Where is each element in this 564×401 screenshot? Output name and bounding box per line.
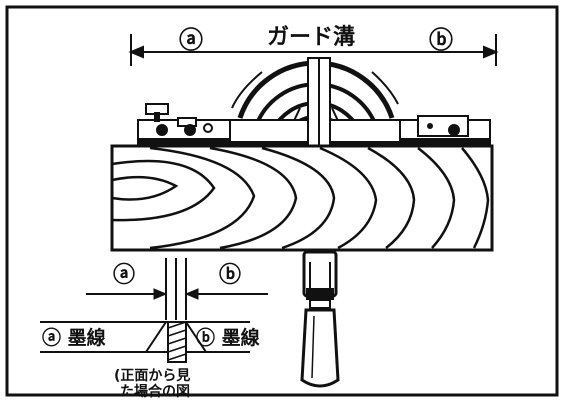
label-b-bottom: ⓑ xyxy=(219,262,241,288)
label-a-top: ⓐ xyxy=(179,26,203,54)
label-b-top: ⓑ xyxy=(429,26,453,54)
label-front-view-1: (正面から見 xyxy=(114,368,190,384)
top-dimension xyxy=(128,34,499,66)
wood-board xyxy=(110,144,494,252)
label-b-ink-line: ⓑ 墨線 xyxy=(196,326,260,349)
label-guard-groove: ガード溝 xyxy=(267,24,355,50)
label-front-view-2: た場合の図 xyxy=(120,383,190,400)
front-view-detail xyxy=(40,258,268,363)
label-a-ink-line: ⓐ 墨線 xyxy=(42,326,106,349)
outer-frame xyxy=(5,5,559,397)
label-a-bottom: ⓐ xyxy=(113,262,135,288)
motor-handle xyxy=(300,250,340,388)
